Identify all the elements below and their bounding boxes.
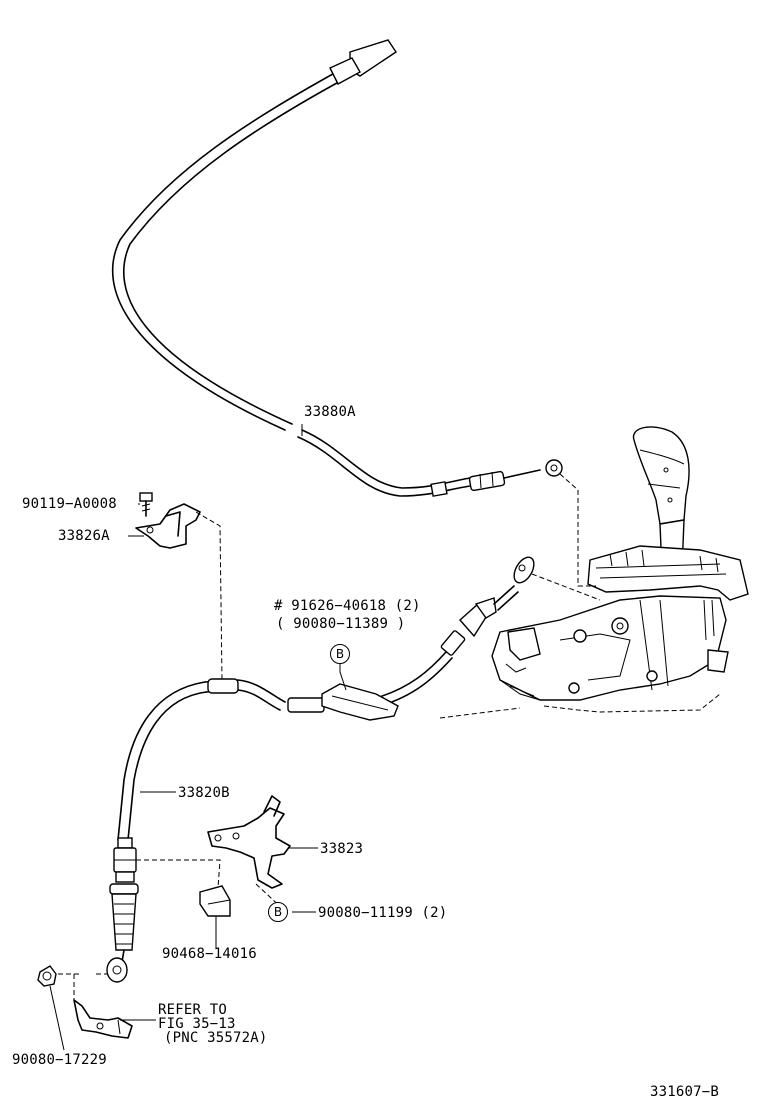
cable-33820B-grommet xyxy=(207,678,239,694)
callout-b-upper: B xyxy=(330,644,350,664)
leader-lines xyxy=(49,424,347,1051)
label-refer-line3: (PNC 35572A) xyxy=(164,1030,268,1046)
bracket-33823 xyxy=(207,795,291,889)
bolt-90119 xyxy=(139,492,153,517)
label-refer-line2: FIG 35−13 xyxy=(158,1016,236,1032)
bracket-33826A xyxy=(135,503,201,549)
cable-33820B-lower-end xyxy=(106,837,139,983)
shift-gate-housing xyxy=(587,545,749,601)
label-refer-line1: REFER TO xyxy=(158,1002,228,1018)
label-90080-11389: ( 90080−11389 ) xyxy=(276,616,406,632)
label-33823: 33823 xyxy=(320,841,364,857)
label-90080-11199: 90080−11199 (2) xyxy=(318,905,448,921)
figure-id: 331607−B xyxy=(650,1084,720,1100)
cable-33880A xyxy=(111,69,471,497)
lever-refer-fig xyxy=(73,999,133,1039)
shift-lever-base xyxy=(491,595,729,701)
clip-90468 xyxy=(199,885,231,917)
cable-33880A-shift-end xyxy=(430,459,563,497)
cable-33880A-end-connector xyxy=(329,39,397,85)
cable-clamp-plate xyxy=(321,683,399,721)
callout-b-lower: B xyxy=(268,902,288,922)
label-33880A: 33880A xyxy=(304,404,356,420)
label-90080-17229: 90080−17229 xyxy=(12,1052,107,1068)
nut-90080-17229 xyxy=(37,965,57,987)
label-33820B: 33820B xyxy=(178,785,230,801)
label-90119-A0008: 90119−A0008 xyxy=(22,496,117,512)
label-91626-40618: # 91626−40618 (2) xyxy=(274,598,421,614)
label-33826A: 33826A xyxy=(58,528,110,544)
label-90468-14016: 90468−14016 xyxy=(162,946,257,962)
